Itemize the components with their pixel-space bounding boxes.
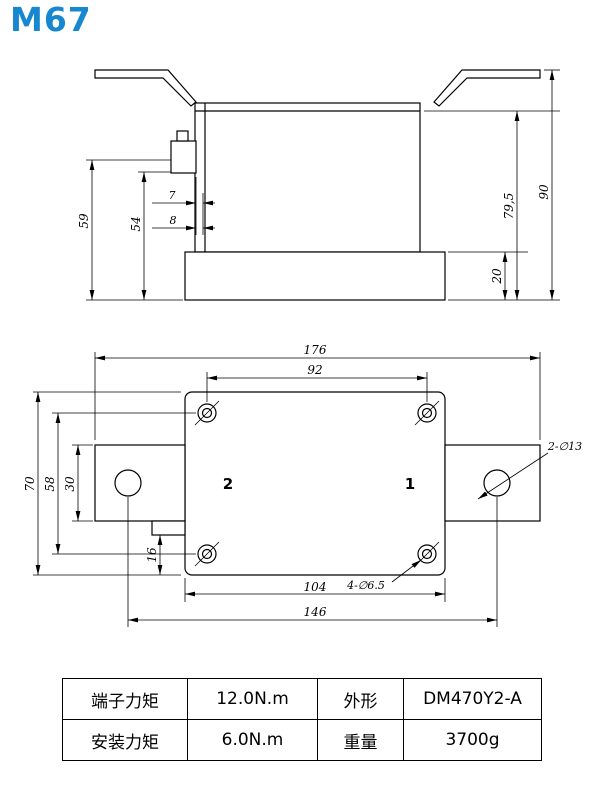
spec-value-weight: 3700g bbox=[403, 719, 542, 761]
mounting-hole-bottom-left bbox=[194, 541, 220, 567]
dim-90: 90 bbox=[537, 184, 551, 200]
terminal-label-2: 2 bbox=[223, 475, 233, 493]
mounting-hole-top-left bbox=[194, 400, 220, 426]
spec-label-terminal-torque: 端子力矩 bbox=[62, 678, 188, 720]
dim-8: 8 bbox=[170, 214, 177, 227]
spec-table: 端子力矩 12.0N.m 外形 DM470Y2-A 安装力矩 6.0N.m 重量… bbox=[62, 678, 542, 761]
top-view: 2 1 bbox=[23, 343, 582, 627]
dim-20: 20 bbox=[490, 268, 504, 285]
spec-label-mounting-torque: 安装力矩 bbox=[62, 719, 188, 761]
dim-79-5: 79,5 bbox=[502, 193, 516, 220]
right-lead bbox=[433, 69, 541, 107]
component-body bbox=[194, 102, 421, 253]
callout-terminal-holes: 2-∅13 bbox=[547, 440, 582, 453]
dim-70: 70 bbox=[23, 476, 37, 492]
technical-drawing: 59 54 7 8 79,5 90 20 bbox=[23, 69, 582, 627]
callout-mounting-holes: 4-∅6.5 bbox=[346, 579, 385, 592]
top-view-dimensions: 176 92 70 58 30 16 104 146 2-∅13 4-∅6.5 bbox=[23, 343, 582, 627]
dim-146: 146 bbox=[304, 605, 327, 619]
spec-label-outline: 外形 bbox=[317, 678, 404, 720]
leader-terminal-holes bbox=[477, 452, 549, 500]
left-edge-notch bbox=[151, 520, 186, 536]
top-view-shapes: 2 1 bbox=[94, 391, 541, 576]
dim-7: 7 bbox=[169, 189, 176, 202]
terminal-stub bbox=[176, 130, 189, 142]
mounting-hole-top-right bbox=[414, 400, 440, 426]
terminal-hole-left bbox=[114, 469, 142, 497]
table-row: 安装力矩 6.0N.m 重量 3700g bbox=[62, 719, 542, 761]
base-plate bbox=[184, 251, 446, 301]
terminal-label-1: 1 bbox=[405, 475, 415, 493]
spec-value-outline: DM470Y2-A bbox=[403, 678, 542, 720]
leader-mounting-holes bbox=[391, 559, 422, 583]
dim-59: 59 bbox=[77, 213, 91, 229]
spec-value-mounting-torque: 6.0N.m bbox=[187, 719, 318, 761]
spec-label-weight: 重量 bbox=[317, 719, 404, 761]
page-title: M67 bbox=[10, 0, 92, 39]
side-view-shapes bbox=[94, 69, 541, 301]
dim-54: 54 bbox=[129, 216, 143, 231]
side-view-dimensions: 59 54 7 8 79,5 90 20 bbox=[77, 69, 560, 301]
dim-92: 92 bbox=[307, 363, 322, 377]
dim-30: 30 bbox=[63, 476, 77, 492]
left-lead bbox=[94, 69, 197, 107]
mounting-hole-bottom-right bbox=[414, 541, 440, 567]
dim-16: 16 bbox=[145, 547, 159, 563]
spec-value-terminal-torque: 12.0N.m bbox=[187, 678, 318, 720]
terminal-block bbox=[170, 140, 197, 174]
dim-58: 58 bbox=[43, 476, 57, 492]
side-view: 59 54 7 8 79,5 90 20 bbox=[77, 69, 560, 301]
dim-176: 176 bbox=[304, 343, 327, 357]
table-row: 端子力矩 12.0N.m 外形 DM470Y2-A bbox=[62, 678, 542, 720]
dim-104: 104 bbox=[304, 580, 327, 594]
terminal-hole-right bbox=[483, 469, 511, 497]
